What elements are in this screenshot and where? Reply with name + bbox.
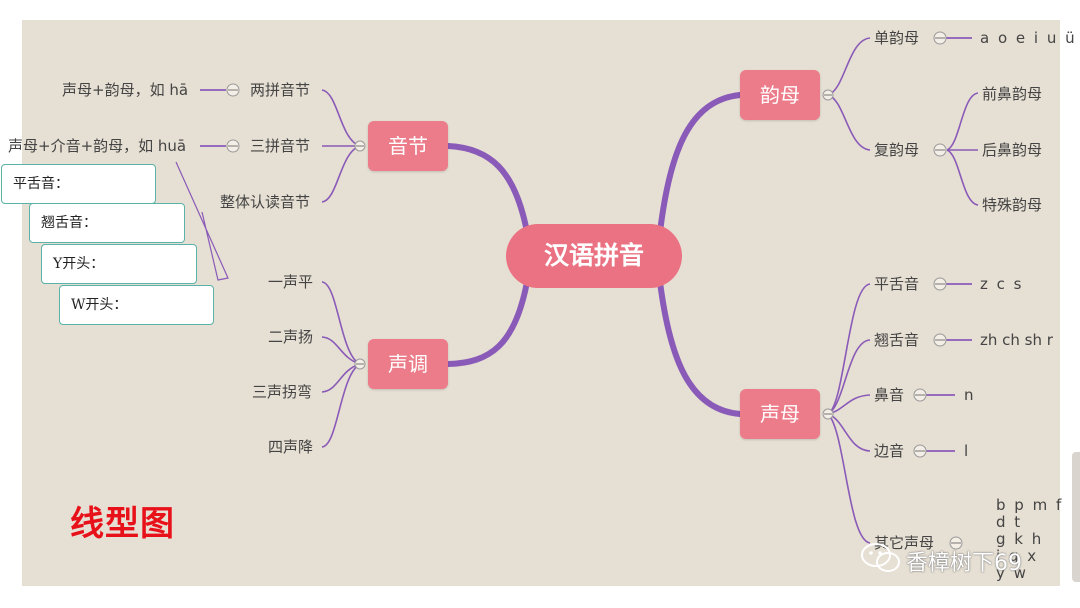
branch-yunmu[interactable]: 韵母	[740, 70, 820, 120]
value-shengmu-4: l	[964, 442, 969, 460]
value-other-shengmu-1: b p m f	[996, 496, 1064, 514]
node-shengmu-1[interactable]: 平舌音	[874, 275, 920, 293]
callout-1[interactable]: 平舌音：	[1, 164, 156, 204]
value-shengmu-2: zh ch sh r	[980, 331, 1053, 349]
callout-4[interactable]: W开头：	[59, 285, 214, 325]
node-fu-child-3[interactable]: 特殊韵母	[982, 196, 1043, 214]
node-shengmu-5[interactable]: 其它声母	[874, 534, 935, 552]
wechat-icon	[861, 543, 900, 572]
value-dan-yunmu: a o e i u ü	[980, 29, 1077, 47]
caption-title: 线型图	[70, 504, 175, 544]
branch-shengmu[interactable]: 声母	[740, 389, 820, 439]
branch-shengdiao[interactable]: 声调	[368, 339, 448, 389]
root-node[interactable]: 汉语拼音	[506, 224, 682, 288]
value-other-shengmu-2: d t	[996, 513, 1023, 531]
node-fu-yunmu[interactable]: 复韵母	[874, 141, 920, 159]
node-yinjie-1[interactable]: 两拼音节	[250, 81, 311, 99]
callout-2[interactable]: 翘舌音：	[29, 203, 185, 243]
value-other-shengmu-5: y w	[996, 564, 1028, 582]
callout-3[interactable]: Y开头：	[41, 244, 197, 284]
node-shengdiao-3[interactable]: 三声拐弯	[252, 383, 313, 401]
example-yinjie-1: 声母+韵母，如 hā	[62, 81, 189, 99]
branch-yinjie[interactable]: 音节	[368, 121, 448, 171]
node-yinjie-3[interactable]: 整体认读音节	[220, 193, 311, 211]
scroll-edge	[1072, 452, 1080, 582]
node-yinjie-2[interactable]: 三拼音节	[250, 137, 311, 155]
example-yinjie-2: 声母+介音+韵母，如 huā	[8, 137, 187, 155]
watermark-text: 香樟树下69	[906, 551, 1022, 576]
link-root-yunmu	[657, 92, 743, 235]
value-shengmu-3: n	[964, 386, 974, 404]
link-root-shengdiao	[445, 279, 530, 367]
link-root-yinjie	[445, 143, 530, 235]
value-other-shengmu-3: g k h	[996, 530, 1044, 548]
node-fu-child-1[interactable]: 前鼻韵母	[982, 85, 1043, 103]
node-fu-child-2[interactable]: 后鼻韵母	[982, 141, 1043, 159]
node-shengdiao-4[interactable]: 四声降	[268, 438, 314, 456]
link-root-shengmu	[657, 279, 743, 417]
node-shengmu-4[interactable]: 边音	[874, 442, 905, 460]
node-shengdiao-2[interactable]: 二声扬	[268, 328, 314, 346]
node-shengmu-2[interactable]: 翘舌音	[874, 331, 920, 349]
value-shengmu-1: z c s	[980, 275, 1024, 293]
value-other-shengmu-4: j q x	[996, 547, 1039, 565]
node-dan-yunmu[interactable]: 单韵母	[874, 29, 920, 47]
node-shengdiao-1[interactable]: 一声平	[268, 273, 314, 291]
node-shengmu-3[interactable]: 鼻音	[874, 386, 905, 404]
